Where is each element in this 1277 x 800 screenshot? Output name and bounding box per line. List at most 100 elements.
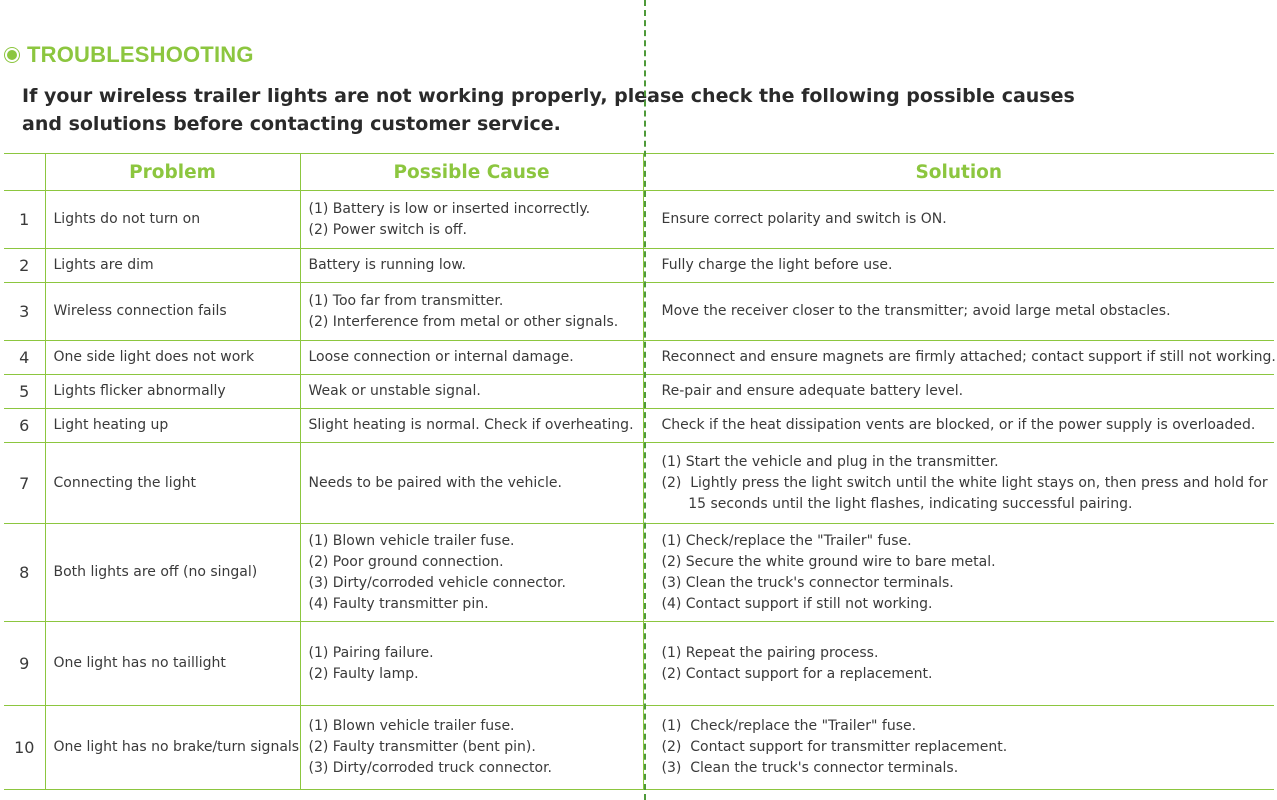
section-title: TROUBLESHOOTING — [27, 42, 254, 67]
cause-line: (1) Blown vehicle trailer fuse. — [308, 718, 515, 734]
row-number: 10 — [4, 705, 45, 790]
solution-line: Fully charge the light before use. — [661, 257, 893, 273]
column-header-cause: Possible Cause — [299, 153, 643, 191]
solution-line: Move the receiver closer to the transmit… — [661, 303, 1171, 319]
cause-cell: Loose connection or internal damage. — [299, 340, 643, 375]
solution-line: (1) Start the vehicle and plug in the tr… — [661, 453, 999, 470]
problem-cell: Lights flicker abnormally — [44, 374, 300, 409]
row-number: 6 — [4, 408, 45, 443]
problem-cell: Lights do not turn on — [44, 190, 300, 249]
solution-cell: (1) Start the vehicle and plug in the tr… — [642, 442, 1274, 524]
cause-line: (1) Battery is low or inserted incorrect… — [308, 200, 591, 217]
section-header: TROUBLESHOOTING — [4, 42, 254, 68]
solution-line: Check if the heat dissipation vents are … — [661, 417, 1256, 433]
cause-line: (1) Too far from transmitter. — [308, 292, 504, 309]
solution-cell: Move the receiver closer to the transmit… — [642, 282, 1274, 341]
cause-cell: (1) Blown vehicle trailer fuse. (2) Poor … — [299, 523, 643, 622]
solution-cell: Check if the heat dissipation vents are … — [642, 408, 1274, 443]
cause-line: (2) Poor ground connection. — [308, 553, 504, 570]
solution-line: (1) Check/replace the "Trailer" fuse. — [661, 718, 917, 734]
cause-line: (3) Dirty/corroded vehicle connector. — [308, 574, 566, 591]
cause-cell: (1) Pairing failure. (2) Faulty lamp. — [299, 621, 643, 706]
row-number: 3 — [4, 282, 45, 341]
solution-line: (2) Secure the white ground wire to bare… — [661, 553, 996, 570]
cause-line: (2) Faulty transmitter (bent pin). — [308, 739, 536, 755]
cause-cell: (1) Battery is low or inserted incorrect… — [299, 190, 643, 249]
solution-cell: (1) Repeat the pairing process. (2) Conta… — [642, 621, 1274, 706]
problem-cell: One light has no taillight — [44, 621, 300, 706]
problem-cell: Lights are dim — [44, 248, 300, 283]
bullet-icon — [7, 50, 17, 60]
row-number: 2 — [4, 248, 45, 283]
cause-cell: Battery is running low. — [299, 248, 643, 283]
solution-cell: Ensure correct polarity and switch is ON… — [642, 190, 1274, 249]
intro-text: If your wireless trailer lights are not … — [22, 82, 1122, 138]
solution-line: 15 seconds until the light flashes, indi… — [661, 495, 1133, 512]
cause-line: (3) Dirty/corroded truck connector. — [308, 760, 553, 776]
problem-cell: Light heating up — [44, 408, 300, 443]
row-number: 7 — [4, 442, 45, 524]
cause-line: (4) Faulty transmitter pin. — [308, 595, 489, 612]
fold-divider-line — [644, 0, 646, 800]
solution-line: (4) Contact support if still not working… — [661, 595, 933, 612]
cause-line: Loose connection or internal damage. — [308, 349, 574, 365]
cause-line: Weak or unstable signal. — [308, 383, 481, 399]
solution-line: Re-pair and ensure adequate battery leve… — [661, 383, 964, 399]
solution-cell: (1) Check/replace the "Trailer" fuse. (2)… — [642, 523, 1274, 622]
cause-line: Battery is running low. — [308, 257, 466, 273]
row-number: 9 — [4, 621, 45, 706]
cause-cell: (1) Blown vehicle trailer fuse. (2) Fault… — [299, 705, 643, 790]
column-header-number — [4, 153, 45, 191]
problem-cell: Connecting the light — [44, 442, 300, 524]
intro-line: and solutions before contacting customer… — [22, 113, 561, 135]
column-header-solution: Solution — [642, 153, 1274, 191]
cause-line: Needs to be paired with the vehicle. — [308, 474, 562, 491]
solution-line: (2) Contact support for a replacement. — [661, 665, 933, 682]
problem-cell: Both lights are off (no singal) — [44, 523, 300, 622]
solution-line: (1) Repeat the pairing process. — [661, 644, 879, 661]
column-header-problem: Problem — [44, 153, 300, 191]
problem-cell: Wireless connection fails — [44, 282, 300, 341]
cause-cell: Needs to be paired with the vehicle. — [299, 442, 643, 524]
solution-line: (2) Lightly press the light switch until… — [661, 474, 1268, 491]
solution-line: (1) Check/replace the "Trailer" fuse. — [661, 532, 912, 549]
solution-line: (2) Contact support for transmitter repl… — [661, 739, 1008, 755]
solution-line: Ensure correct polarity and switch is ON… — [661, 211, 947, 227]
solution-line: (3) Clean the truck's connector terminal… — [661, 574, 954, 591]
cause-cell: Slight heating is normal. Check if overh… — [299, 408, 643, 443]
cause-line: Slight heating is normal. Check if overh… — [308, 417, 634, 433]
cause-line: (1) Pairing failure. — [308, 644, 434, 661]
solution-cell: Fully charge the light before use. — [642, 248, 1274, 283]
solution-cell: (1) Check/replace the "Trailer" fuse. (2)… — [642, 705, 1274, 790]
cause-cell: Weak or unstable signal. — [299, 374, 643, 409]
cause-line: (2) Interference from metal or other sig… — [308, 313, 619, 330]
cause-line: (2) Faulty lamp. — [308, 665, 419, 682]
solution-cell: Re-pair and ensure adequate battery leve… — [642, 374, 1274, 409]
intro-line: If your wireless trailer lights are not … — [22, 85, 1075, 107]
solution-line: Reconnect and ensure magnets are firmly … — [661, 349, 1276, 365]
row-number: 5 — [4, 374, 45, 409]
problem-cell: One side light does not work — [44, 340, 300, 375]
problem-cell: One light has no brake/turn signals — [44, 705, 300, 790]
solution-cell: Reconnect and ensure magnets are firmly … — [642, 340, 1276, 375]
row-number: 8 — [4, 523, 45, 622]
cause-line: (1) Blown vehicle trailer fuse. — [308, 532, 515, 549]
cause-cell: (1) Too far from transmitter. (2) Interfe… — [299, 282, 643, 341]
row-number: 4 — [4, 340, 45, 375]
solution-line: (3) Clean the truck's connector terminal… — [661, 760, 959, 776]
cause-line: (2) Power switch is off. — [308, 221, 468, 238]
table-header-row: Problem Possible Cause Solution — [4, 153, 1274, 191]
row-number: 1 — [4, 190, 45, 249]
